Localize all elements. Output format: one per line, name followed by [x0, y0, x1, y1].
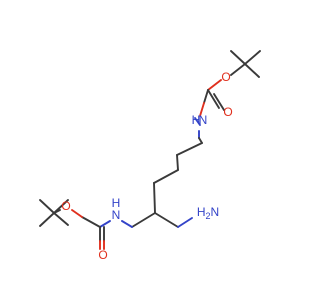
bond — [121, 220, 133, 228]
atom-o-top-carbonyl: O — [223, 105, 232, 119]
structure-diagram: O O N H N H O O H2N — [39, 50, 261, 262]
bottom-carbamate — [53, 209, 111, 250]
atom-h-top: H — [192, 113, 201, 127]
atom-n-top: N — [199, 113, 208, 127]
bond — [207, 89, 220, 109]
bond — [230, 63, 246, 76]
bond — [198, 137, 203, 144]
bond — [207, 79, 222, 91]
bond — [153, 182, 156, 214]
bond — [39, 199, 55, 214]
top-carbamate — [194, 79, 225, 139]
atom-h2n-subscript: 2 — [205, 211, 210, 221]
atom-o-bottom-carbonyl: O — [98, 248, 107, 262]
bond — [81, 216, 101, 228]
bond — [39, 212, 55, 227]
bond — [244, 63, 260, 78]
bond — [176, 154, 179, 171]
atom-o-bottom-ether: O — [61, 199, 70, 213]
bottom-tert-butyl — [39, 199, 69, 227]
atom-h-left: H — [112, 196, 121, 210]
bond — [131, 212, 156, 228]
atom-o-top-ether: O — [221, 70, 230, 84]
bond — [177, 217, 193, 228]
bond — [71, 209, 83, 218]
bond — [213, 93, 225, 111]
bond — [99, 220, 111, 228]
bond — [244, 50, 261, 65]
atom-h2n-h: H — [197, 205, 206, 219]
bond — [194, 117, 201, 126]
bond — [53, 199, 69, 214]
bond — [230, 50, 246, 65]
atom-h2n-n: N — [211, 205, 220, 219]
bond — [53, 212, 69, 226]
bond — [154, 212, 179, 228]
bond — [203, 89, 209, 104]
atom-h2n: H2N — [197, 205, 219, 221]
bond — [153, 169, 179, 184]
bond — [199, 102, 205, 117]
alkyl-chain — [121, 137, 203, 228]
atom-n-left: N — [112, 208, 121, 222]
top-tert-butyl — [230, 50, 261, 78]
bond — [176, 142, 203, 156]
